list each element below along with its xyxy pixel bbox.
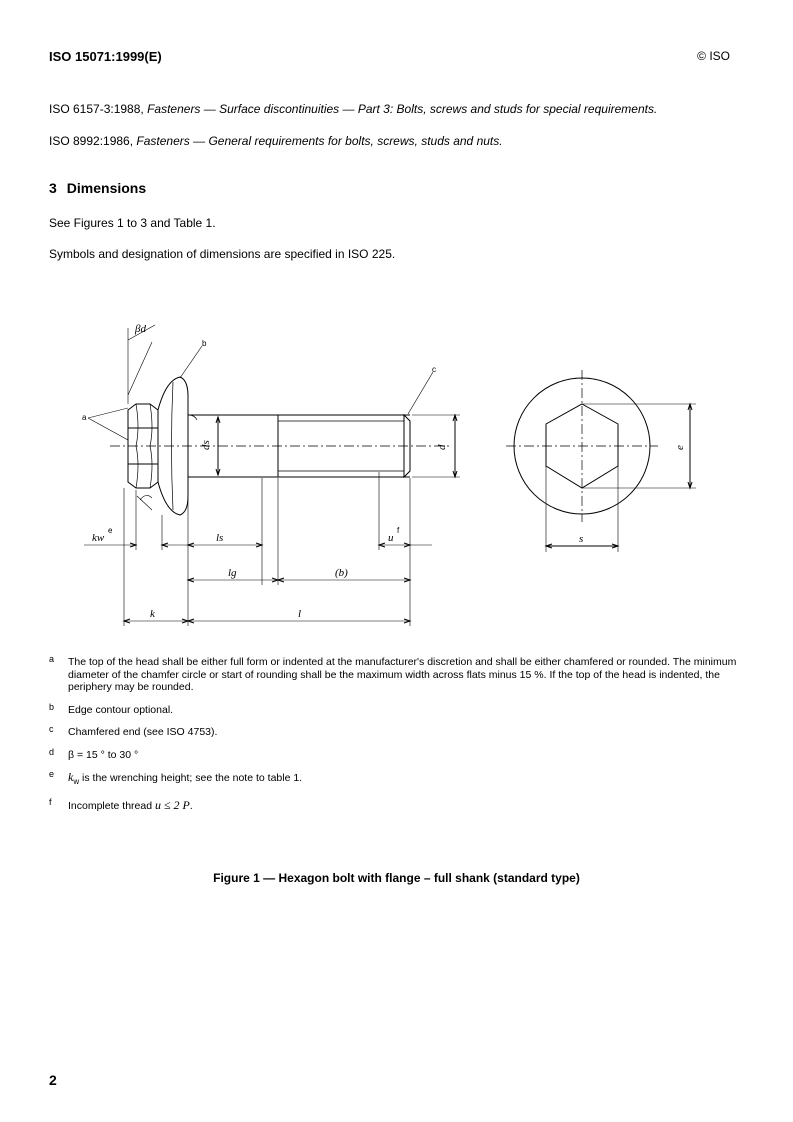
note-symbol: k [68,770,74,784]
dim-ls-label: ls [216,532,223,544]
note-f: f Incomplete thread u ≤ 2 P. [49,796,739,813]
dim-kw-label: kw [92,532,105,544]
note-b: b Edge contour optional. [49,701,739,717]
note-c: c Chamfered end (see ISO 4753). [49,724,739,739]
reference-title: Fasteners — Surface discontinuities — Pa… [147,102,658,116]
dim-u-label: u [388,532,394,544]
note-e: e kw is the wrenching height; see the no… [49,769,739,789]
note-key: b [49,701,55,712]
note-key: e [49,769,55,779]
note-text: β = 15 ° to 30 ° [68,748,139,761]
note-key: a [49,654,55,664]
note-key: c [49,724,54,734]
page-number: 2 [49,1072,57,1088]
standard-id: ISO 15071:1999(E) [49,49,162,64]
note-math: u ≤ 2 P [154,797,190,812]
paragraph: Symbols and designation of dimensions ar… [49,247,396,261]
note-key: d [49,746,55,757]
note-key: f [49,796,52,807]
copyright: © ISO [697,49,730,63]
dim-u-sup: f [397,526,400,535]
note-symbol-sub: w [73,777,80,787]
callout-a: a [82,413,87,422]
callout-b: b [202,339,207,348]
reference-code: ISO 8992:1986, [49,134,134,148]
beta-label: βd [134,323,146,335]
section-title: Dimensions [66,180,147,196]
dim-ds-label: ds [200,440,212,450]
note-text: Edge contour optional. [68,703,174,716]
note-text: The top of the head shall be either full… [68,656,737,693]
callout-c: c [432,365,436,374]
dim-e-label: e [674,445,686,450]
note-text: Incomplete thread [68,799,155,812]
dim-l-label: l [298,608,301,620]
dim-s-label: s [579,533,583,545]
note-d: d β = 15 ° to 30 ° [49,746,739,762]
bolt-drawing: ds d βd a b c [40,300,760,640]
note-text: is the wrenching height; see the note to… [79,772,303,784]
dim-lg-label: lg [228,567,237,579]
note-a: a The top of the head shall be either fu… [49,654,739,694]
paragraph: See Figures 1 to 3 and Table 1. [49,216,216,230]
note-tail: . [189,799,193,812]
reference-item: ISO 8992:1986, Fasteners — General requi… [49,134,503,148]
reference-code: ISO 6157-3:1988, [49,102,144,116]
section-heading: 3 Dimensions [49,180,146,196]
dim-d-label: d [436,444,448,450]
note-text: Chamfered end (see ISO 4753). [68,726,218,738]
figure-caption: Figure 1 — Hexagon bolt with flange – fu… [213,871,580,885]
reference-title: Fasteners — General requirements for bol… [136,134,503,148]
section-number: 3 [49,180,57,196]
dim-b-label: (b) [335,567,348,579]
reference-item: ISO 6157-3:1988, Fasteners — Surface dis… [49,102,657,116]
dim-k-label: k [150,608,156,620]
figure-notes: a The top of the head shall be either fu… [49,654,739,822]
dim-kw-sup: e [108,526,113,535]
